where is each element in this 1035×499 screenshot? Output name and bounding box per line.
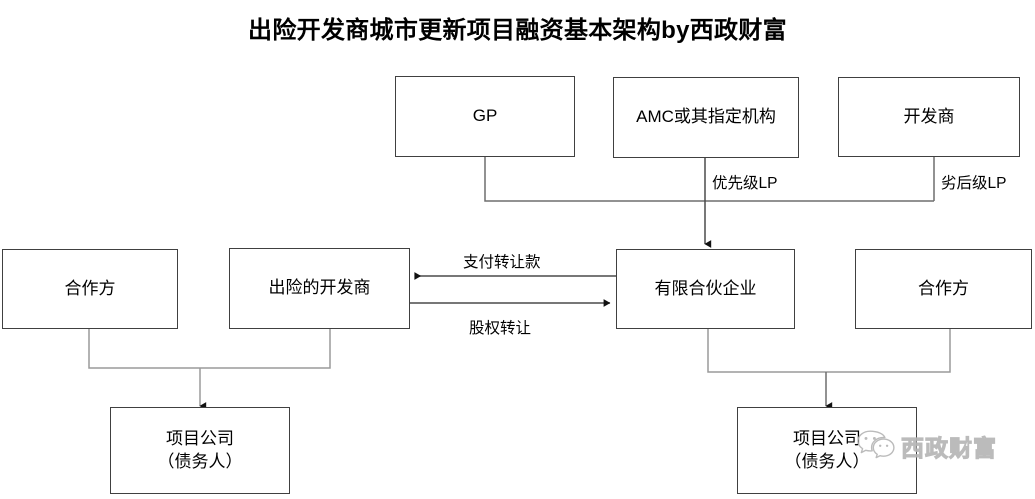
node-partner-right-label: 合作方 (918, 278, 969, 298)
node-project-company-left-label: 项目公司 （债务人） (157, 429, 243, 471)
wire-right-merge-bus (707, 329, 951, 373)
node-amc-label: AMC或其指定机构 (636, 107, 776, 127)
page-title: 出险开发商城市更新项目融资基本架构by西政财富 (248, 17, 787, 44)
node-limited-partnership-label: 有限合伙企业 (654, 278, 757, 298)
node-developer-label: 开发商 (903, 106, 955, 126)
node-amc[interactable]: AMC或其指定机构 (613, 77, 799, 158)
node-partner-left-label: 合作方 (64, 278, 116, 298)
edge-label-junior-lp: 劣后级LP (941, 175, 1007, 192)
node-distressed-developer-label: 出险的开发商 (268, 278, 371, 298)
node-gp[interactable]: GP (395, 76, 575, 157)
node-project-company-left[interactable]: 项目公司 （债务人） (110, 407, 290, 494)
edge-label-equity-transfer: 股权转让 (469, 320, 532, 337)
node-project-company-right[interactable]: 项目公司 （债务人） (737, 407, 917, 494)
node-partner-right[interactable]: 合作方 (855, 249, 1032, 329)
wire-left-merge-bus (88, 329, 331, 369)
node-limited-partnership[interactable]: 有限合伙企业 (616, 249, 795, 329)
node-distressed-developer[interactable]: 出险的开发商 (229, 248, 410, 329)
node-partner-left[interactable]: 合作方 (2, 249, 178, 329)
edge-label-senior-lp: 优先级LP (712, 175, 778, 192)
node-project-company-right-label: 项目公司 （债务人） (784, 429, 870, 471)
wire-gp-to-bus (484, 157, 934, 202)
edge-label-pay-transfer: 支付转让款 (463, 254, 541, 271)
node-gp-label: GP (472, 106, 498, 126)
node-developer[interactable]: 开发商 (838, 77, 1020, 157)
